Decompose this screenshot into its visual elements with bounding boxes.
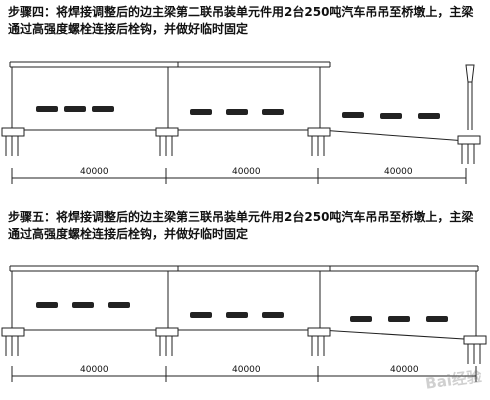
vehicle — [36, 302, 58, 308]
span-length-label: 40000 — [384, 167, 413, 177]
vehicle-group — [36, 302, 448, 322]
vehicle — [262, 109, 284, 115]
step-four-bridge-diagram: 40000 40000 40000 — [1, 61, 481, 184]
span-length-label: 40000 — [390, 365, 419, 375]
vehicle — [72, 302, 94, 308]
pier — [155, 127, 179, 156]
vehicle — [342, 112, 364, 118]
vehicle — [380, 113, 402, 119]
vehicle — [108, 302, 130, 308]
vehicle — [226, 109, 248, 115]
vehicle — [388, 316, 410, 322]
pier — [457, 135, 481, 164]
span-length-label: 40000 — [80, 167, 109, 177]
vehicle — [190, 109, 212, 115]
vehicle — [426, 316, 448, 322]
vehicle — [418, 113, 440, 119]
step-five-text: 将焊接调整后的边主梁第三联吊装单元件用2台250吨汽车吊吊至桥墩上，主梁通过高强… — [8, 210, 474, 241]
road-profile — [5, 129, 481, 143]
vehicle — [350, 316, 372, 322]
vehicle-group — [36, 106, 440, 119]
vehicle — [190, 312, 212, 318]
pier — [155, 327, 179, 356]
road-profile — [5, 329, 481, 341]
pier — [307, 127, 331, 156]
tower-top — [465, 64, 475, 83]
span-length-label: 40000 — [80, 365, 109, 375]
vehicle — [262, 312, 284, 318]
step-five-bridge-diagram: 40000 40000 40000 — [1, 265, 487, 382]
vehicle — [92, 106, 114, 112]
step-four-caption: 步骤四：将焊接调整后的边主梁第二联吊装单元件用2台250吨汽车吊吊至桥墩上，主梁… — [8, 4, 484, 38]
span-length-label: 40000 — [232, 365, 261, 375]
pier — [463, 335, 487, 364]
pier — [1, 327, 25, 356]
step-four-label: 步骤四： — [8, 5, 57, 19]
pier — [1, 127, 25, 156]
pier — [307, 327, 331, 356]
step-four-text: 将焊接调整后的边主梁第二联吊装单元件用2台250吨汽车吊吊至桥墩上，主梁通过高强… — [8, 5, 474, 36]
vehicle — [64, 106, 86, 112]
step-five-caption: 步骤五：将焊接调整后的边主梁第三联吊装单元件用2台250吨汽车吊吊至桥墩上，主梁… — [8, 209, 484, 243]
vehicle — [36, 106, 58, 112]
vehicle — [226, 312, 248, 318]
step-five-label: 步骤五： — [8, 210, 57, 224]
span-length-label: 40000 — [232, 167, 261, 177]
